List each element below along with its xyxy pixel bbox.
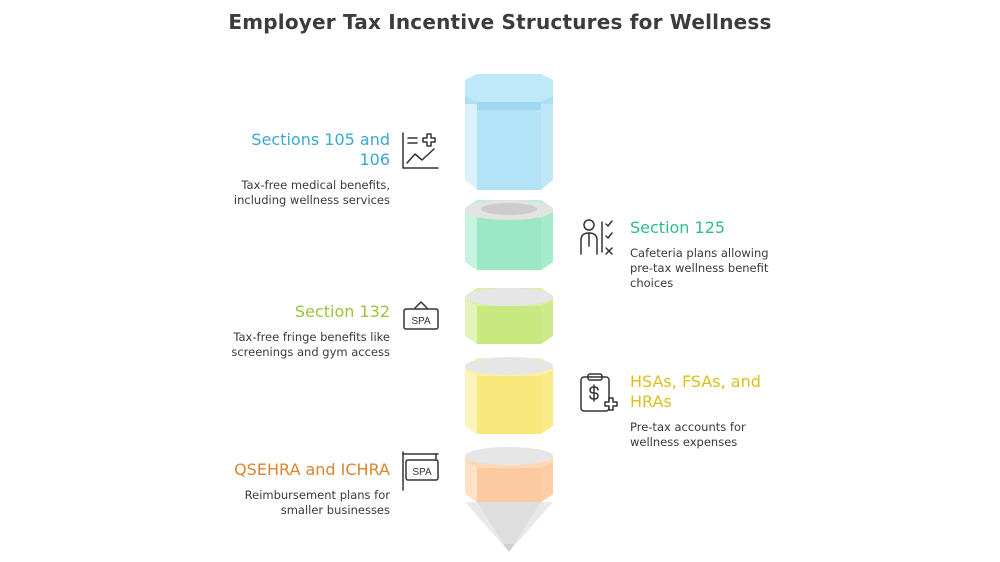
section-5-desc-line1: Reimbursement plans for — [244, 488, 390, 502]
section-4-title: HSAs, FSAs, and HRAs — [630, 372, 830, 412]
clipboard-dollar-medical-icon — [580, 373, 618, 412]
section-2-title: Section 125 — [630, 218, 726, 237]
segment-orange — [465, 447, 553, 502]
column-tip — [465, 502, 553, 552]
spa-label: SPA — [411, 316, 431, 327]
section-4-description: Pre-tax accounts for wellness expenses — [630, 420, 830, 450]
segment-yellow — [465, 357, 553, 434]
section-2-description: Cafeteria plans allowing pre-tax wellnes… — [630, 246, 840, 291]
section-1-description: Tax-free medical benefits, including wel… — [190, 178, 390, 208]
diagram-title: Employer Tax Incentive Structures for We… — [228, 10, 772, 34]
section-4-title-line1: HSAs, FSAs, and — [630, 372, 761, 391]
section-5-description: Reimbursement plans for smaller business… — [190, 488, 390, 518]
section-4-desc-line2: wellness expenses — [630, 435, 738, 449]
section-1-title-line1: Sections 105 and — [251, 130, 390, 149]
section-2-desc-line3: choices — [630, 276, 674, 290]
spa-label: SPA — [412, 467, 432, 478]
section-3-desc-line2: screenings and gym access — [231, 345, 390, 359]
segment-blue — [465, 74, 553, 190]
person-checklist-icon — [580, 219, 613, 255]
section-5-title: QSEHRA and ICHRA — [234, 460, 390, 479]
section-3-description: Tax-free fringe benefits like screenings… — [170, 330, 390, 360]
section-1-title: Sections 105 and 106 — [200, 130, 390, 170]
section-5-desc-line2: smaller businesses — [280, 503, 390, 517]
section-1-desc-line1: Tax-free medical benefits, — [241, 178, 390, 192]
section-2-desc-line2: pre-tax wellness benefit — [630, 261, 769, 275]
medical-chart-icon — [402, 132, 439, 169]
spa-sign-icon: SPA — [402, 451, 439, 491]
segment-green — [465, 200, 553, 270]
section-1-title-line2: 106 — [359, 150, 390, 169]
segment-lime — [465, 288, 553, 344]
section-2-desc-line1: Cafeteria plans allowing — [630, 246, 769, 260]
section-3-title: Section 132 — [294, 302, 390, 321]
section-4-desc-line1: Pre-tax accounts for — [630, 420, 746, 434]
section-1-desc-line2: including wellness services — [233, 193, 390, 207]
section-4-title-line2: HRAs — [630, 392, 672, 411]
spa-sign-icon: SPA — [403, 301, 439, 330]
section-3-desc-line1: Tax-free fringe benefits like — [233, 330, 390, 344]
